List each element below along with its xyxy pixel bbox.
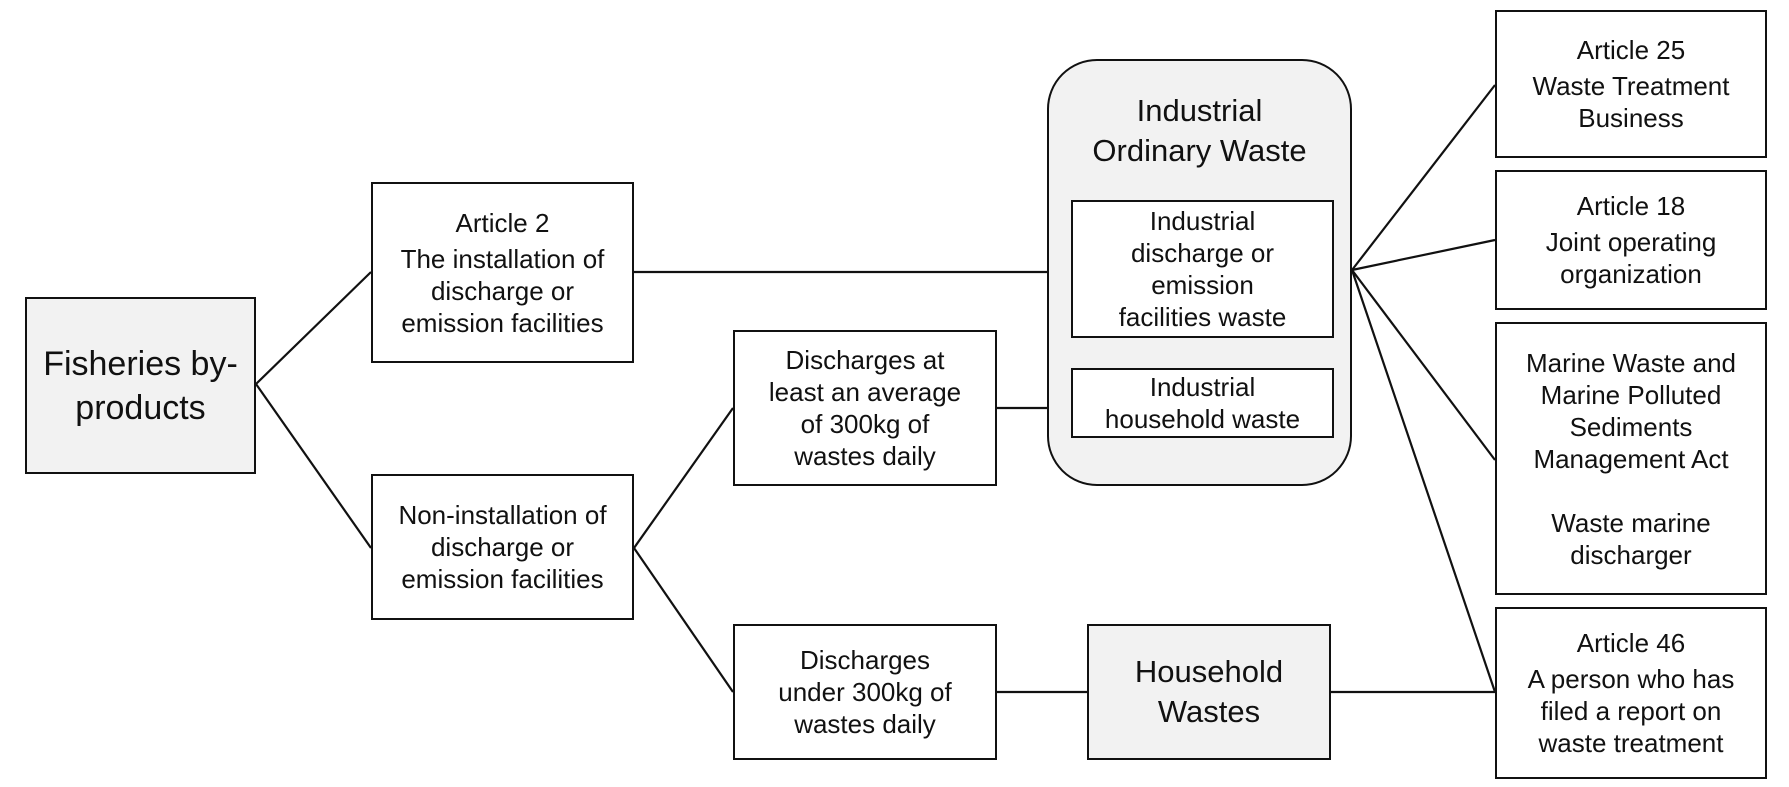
- node-discharges-under-300kg: Discharges under 300kg of wastes daily: [733, 624, 997, 760]
- node-industrial-household-waste: Industrial household waste: [1071, 368, 1334, 438]
- node-article-2-label: The installation of discharge or emissio…: [400, 243, 605, 338]
- link-industrial-article46: [1350, 269, 1497, 693]
- node-marine-waste-act-label: Marine Waste and Marine Polluted Sedimen…: [1525, 347, 1737, 474]
- node-industrial-facilities-waste-label: Industrial discharge or emission facilit…: [1118, 206, 1287, 332]
- node-discharges-under-300kg-label: Discharges under 300kg of wastes daily: [778, 645, 952, 739]
- node-non-installation: Non-installation of discharge or emissio…: [371, 474, 634, 620]
- node-article-46: Article 46 A person who has filed a repo…: [1495, 607, 1767, 779]
- node-waste-marine-discharger-label: Waste marine discharger: [1551, 507, 1711, 570]
- link-industrial-article18: [1351, 238, 1496, 272]
- link-root-non-installation: [255, 383, 372, 549]
- node-article-18: Article 18 Joint operating organization: [1495, 170, 1767, 310]
- node-industrial-facilities-waste: Industrial discharge or emission facilit…: [1071, 200, 1334, 338]
- node-discharges-over-300kg: Discharges at least an average of 300kg …: [733, 330, 997, 486]
- node-article-2: Article 2 The installation of discharge …: [371, 182, 634, 363]
- node-article-25-label: Waste Treatment Business: [1532, 71, 1730, 133]
- node-fisheries-by-products: Fisheries by- products: [25, 297, 256, 474]
- node-discharges-over-300kg-label: Discharges at least an average of 300kg …: [768, 345, 962, 471]
- node-article-25: Article 25 Waste Treatment Business: [1495, 10, 1767, 158]
- link-non-installation-under: [633, 547, 734, 693]
- node-household-wastes-label: Household Wastes: [1134, 654, 1284, 729]
- node-article-46-label: A person who has filed a report on waste…: [1527, 664, 1735, 758]
- node-household-wastes: Household Wastes: [1087, 624, 1331, 760]
- node-industrial-household-waste-label: Industrial household waste: [1104, 372, 1301, 434]
- link-industrial-article25: [1351, 84, 1496, 271]
- node-article-46-heading: Article 46: [1576, 628, 1686, 658]
- node-fisheries-by-products-label: Fisheries by- products: [43, 344, 238, 427]
- group-industrial-ordinary-waste-title: Industrial Ordinary Waste: [1092, 93, 1307, 168]
- node-article-2-heading: Article 2: [455, 207, 550, 238]
- link-root-article2: [255, 271, 372, 385]
- node-article-18-label: Joint operating organization: [1545, 227, 1717, 289]
- link-non-installation-over: [633, 407, 734, 549]
- node-article-25-heading: Article 25: [1576, 35, 1686, 65]
- node-article-18-heading: Article 18: [1576, 191, 1686, 221]
- node-marine-waste-act: Marine Waste and Marine Polluted Sedimen…: [1495, 322, 1767, 595]
- node-non-installation-label: Non-installation of discharge or emissio…: [398, 500, 607, 594]
- link-industrial-marine-act: [1351, 269, 1496, 461]
- group-industrial-ordinary-waste: Industrial Ordinary Waste Industrial dis…: [1047, 59, 1352, 486]
